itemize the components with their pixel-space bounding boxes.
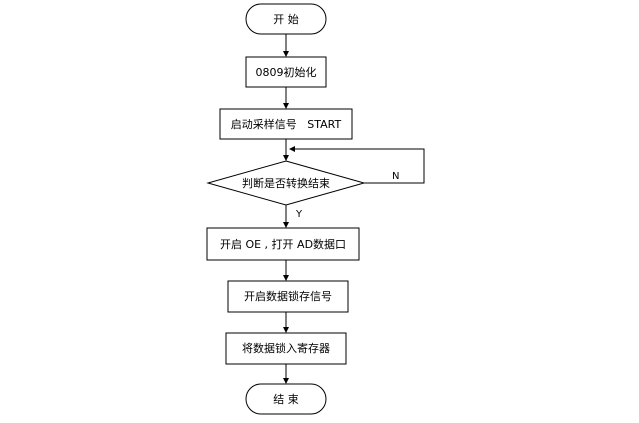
label-yes: Y bbox=[295, 209, 303, 220]
label-no: N bbox=[392, 171, 399, 182]
latch-signal-label: 开启数据锁存信号 bbox=[244, 289, 332, 303]
open-oe-label: 开启 OE , 打开 AD数据口 bbox=[220, 237, 346, 251]
decision-conversion-done: 判断是否转换结束 bbox=[206, 160, 366, 206]
store-register-process: 将数据锁入寄存器 bbox=[225, 332, 347, 365]
end-label: 结 束 bbox=[273, 393, 299, 406]
start-label: 开 始 bbox=[273, 12, 299, 26]
latch-signal-process: 开启数据锁存信号 bbox=[227, 280, 349, 313]
connector-no-loop bbox=[289, 146, 425, 184]
start-signal-label: 启动采样信号 START bbox=[231, 117, 342, 131]
init-process: 0809初始化 bbox=[245, 56, 327, 88]
start-terminator: 开 始 bbox=[245, 3, 327, 35]
store-register-label: 将数据锁入寄存器 bbox=[242, 341, 330, 355]
open-oe-process: 开启 OE , 打开 AD数据口 bbox=[206, 227, 360, 261]
init-label: 0809初始化 bbox=[256, 65, 317, 79]
decision-label: 判断是否转换结束 bbox=[242, 176, 330, 190]
end-terminator: 结 束 bbox=[245, 383, 327, 415]
start-signal-process: 启动采样信号 START bbox=[219, 108, 353, 140]
